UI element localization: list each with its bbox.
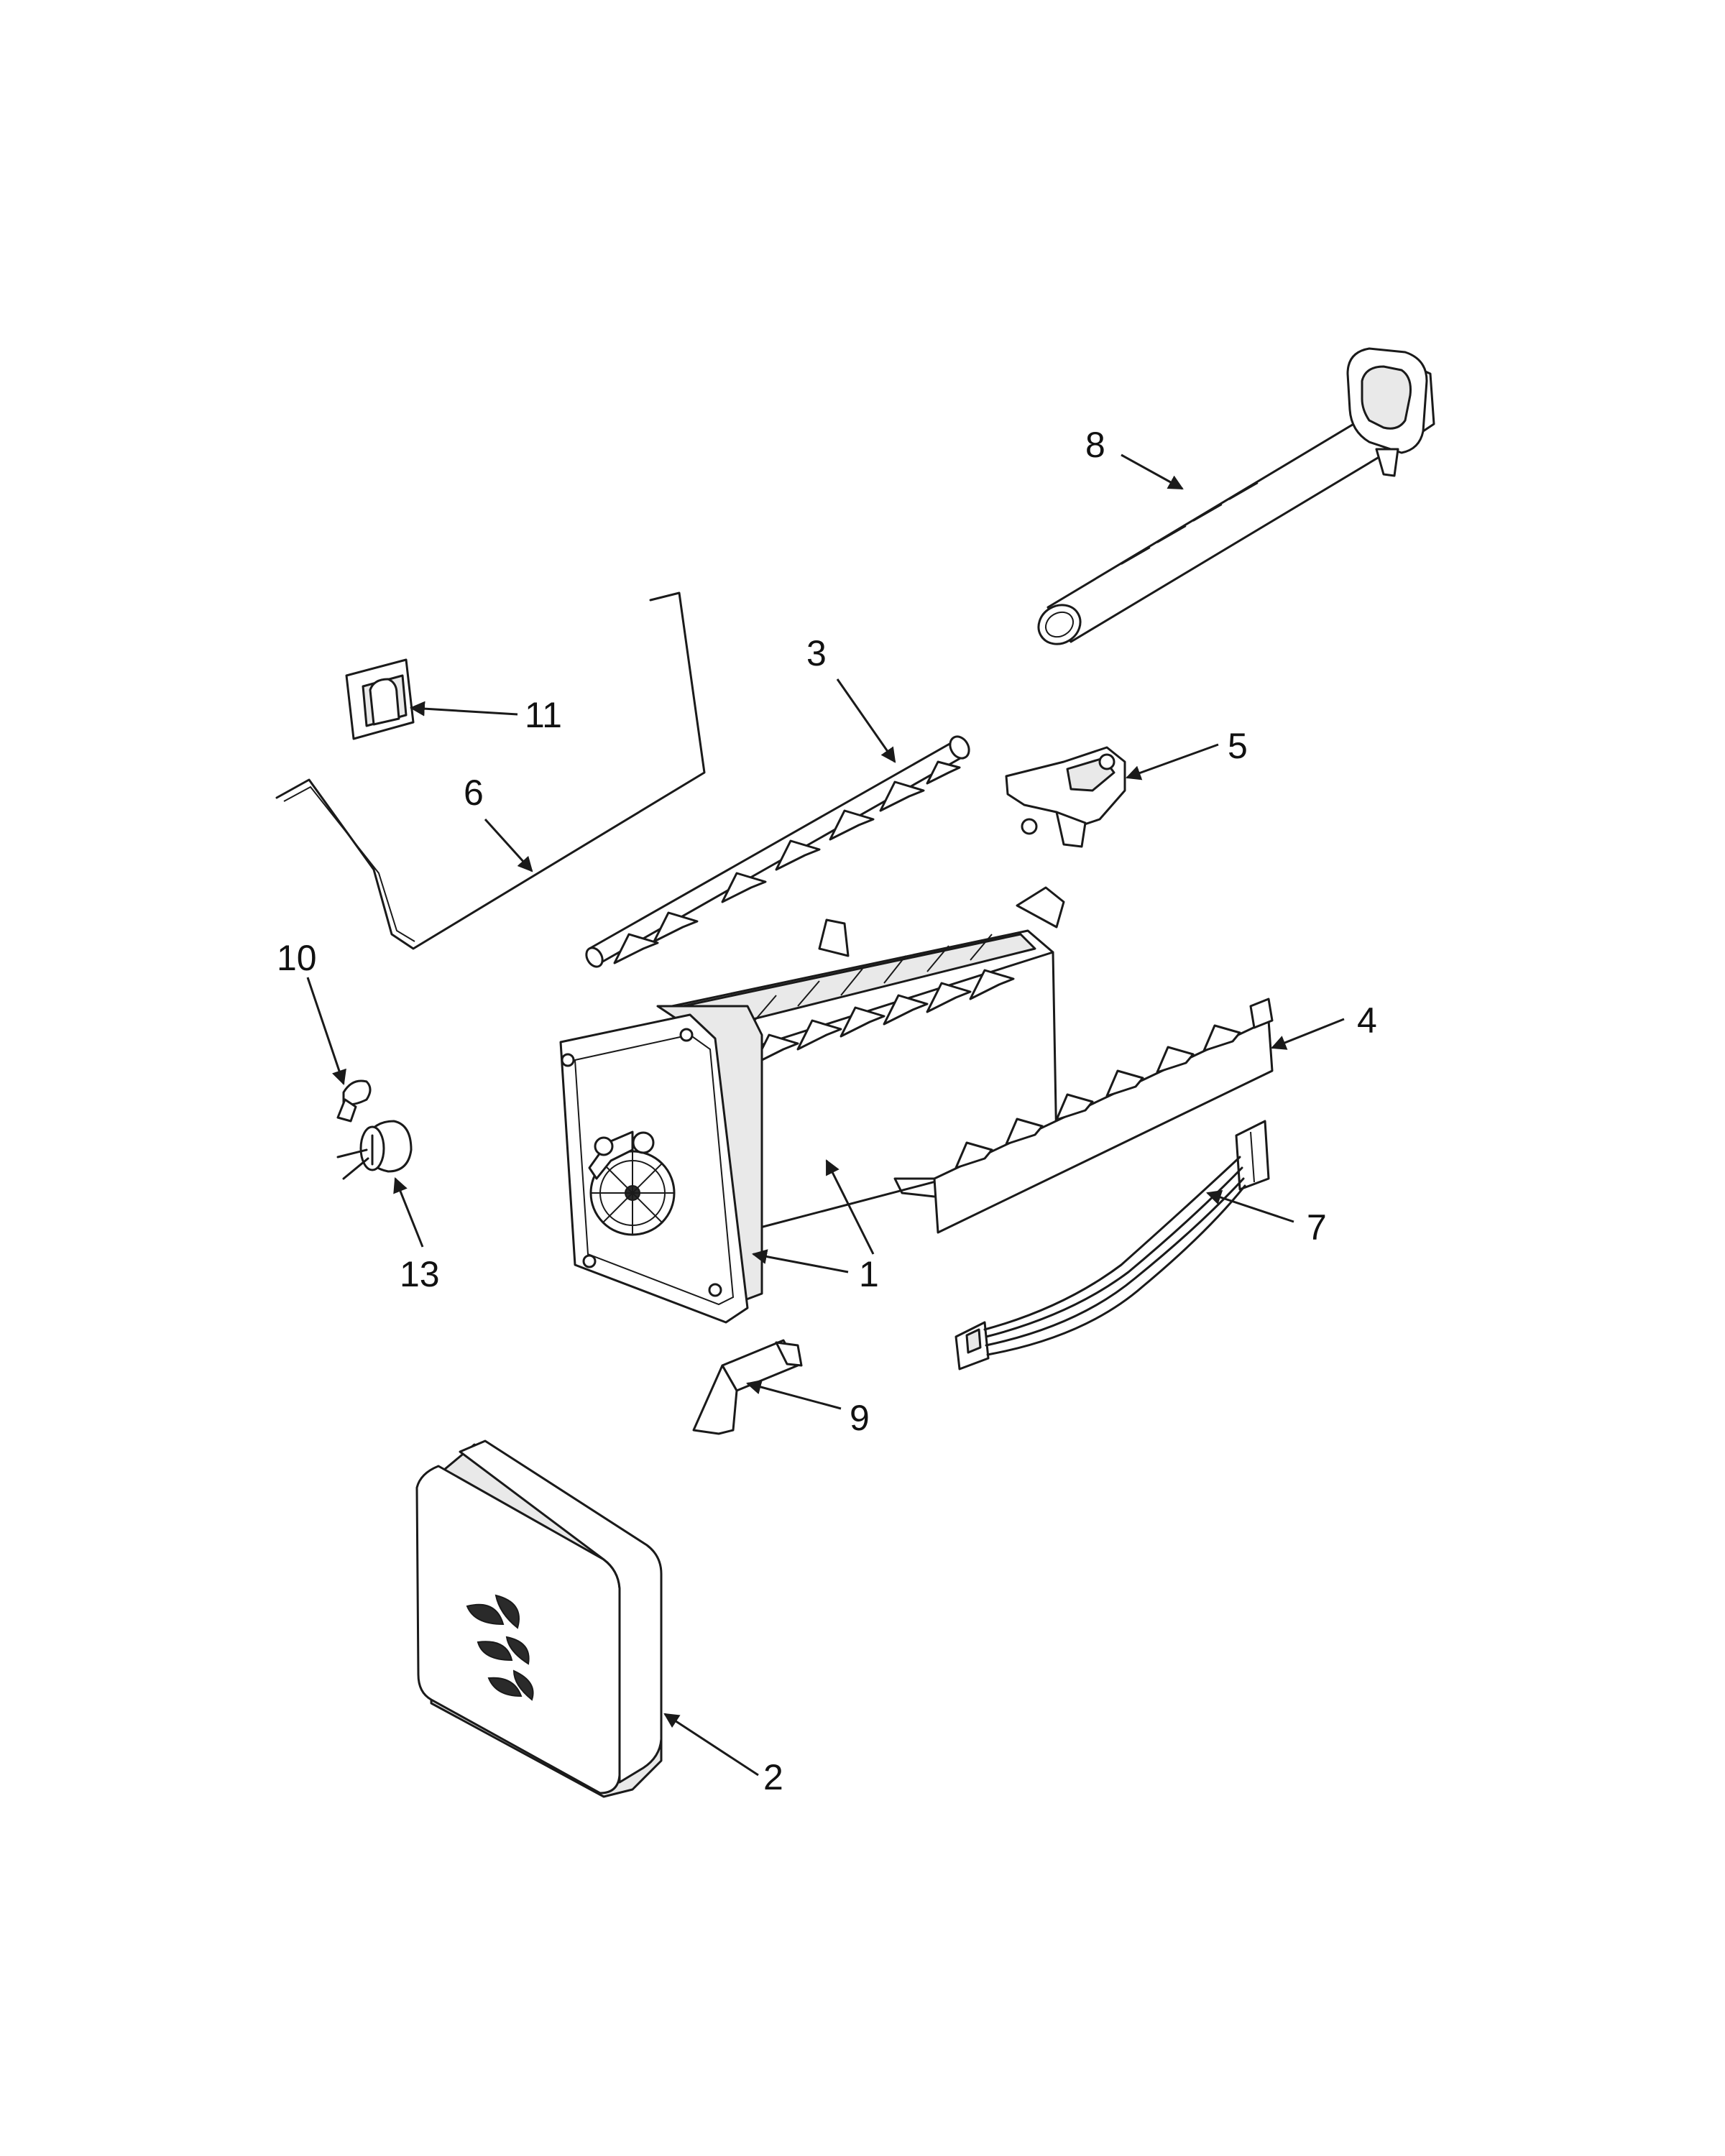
callout-2: 2: [763, 1757, 783, 1797]
callout-11: 11: [525, 695, 562, 735]
leader-9: [745, 1379, 842, 1410]
bracket-part-5: [1005, 746, 1126, 848]
leader-3: [836, 678, 896, 763]
leader-1b: [825, 1159, 875, 1255]
leader-4: [1271, 1018, 1345, 1050]
leader-1a: [751, 1249, 849, 1273]
callout-3: 3: [806, 633, 827, 673]
leader-11: [409, 701, 518, 717]
shutoff-arm-part-6: [275, 591, 706, 950]
clip-part-10: [336, 1079, 372, 1123]
callout-8: 8: [1085, 425, 1105, 465]
ejector-part-3: [585, 735, 970, 968]
callout-1: 1: [859, 1254, 879, 1294]
clip-part-11: [345, 658, 415, 740]
callout-5: 5: [1228, 726, 1248, 766]
leader-5: [1126, 743, 1219, 780]
callout-9: 9: [850, 1398, 870, 1438]
leader-7: [1206, 1190, 1294, 1223]
leader-8: [1121, 453, 1184, 490]
wire-harness-part-7: [954, 1120, 1270, 1370]
callout-labels: 1 2 3 4 5 6 7 8 9 10 11 13: [277, 425, 1377, 1797]
cover-part-2: [415, 1439, 663, 1798]
callout-7: 7: [1307, 1207, 1327, 1248]
mold-part-4: [893, 998, 1274, 1234]
bracket-part-9: [692, 1339, 803, 1435]
callout-10: 10: [277, 938, 317, 978]
callout-6: 6: [464, 773, 484, 813]
leader-2: [663, 1713, 759, 1777]
fill-tube-part-8: [1037, 347, 1435, 645]
leader-13: [393, 1177, 424, 1248]
icemaker-part-1: [559, 886, 1065, 1324]
thermostat-part-13: [336, 1120, 413, 1180]
callout-4: 4: [1357, 1000, 1377, 1041]
leader-6: [484, 818, 533, 872]
leader-10: [306, 977, 346, 1085]
callout-13: 13: [400, 1254, 440, 1294]
leader-lines: [306, 453, 1345, 1777]
